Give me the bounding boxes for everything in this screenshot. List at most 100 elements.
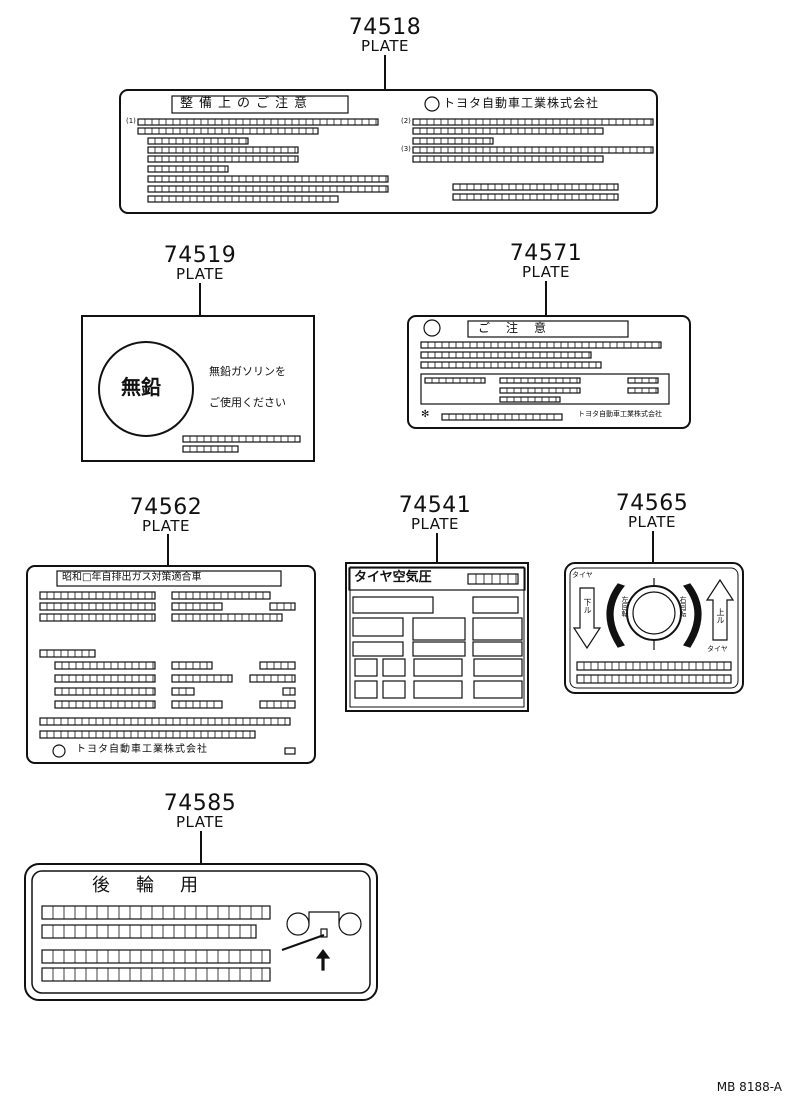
table-cell	[412, 641, 466, 657]
text-placeholder-row	[420, 361, 602, 369]
caption: PLATE	[176, 813, 224, 831]
plate-74565	[564, 562, 744, 694]
plate-74585-title: 後 輪 用	[92, 875, 202, 896]
wheel-left-icon	[286, 912, 310, 936]
asterisk-icon: ✻	[421, 409, 430, 420]
text-placeholder-row	[39, 613, 156, 622]
table-cell	[352, 596, 434, 614]
caption: PLATE	[628, 513, 676, 531]
table-cell	[352, 641, 404, 657]
axle-icon	[308, 911, 340, 924]
toyota-logo	[424, 96, 440, 112]
table-cell	[354, 658, 378, 677]
text-placeholder-row	[627, 387, 659, 394]
plate-74585-text-rows	[41, 905, 271, 982]
plate-74585-inner-border	[31, 870, 371, 994]
plate-74571-spec-box	[420, 373, 670, 405]
plate-74518-mark: (3)	[401, 145, 411, 153]
lever-knob	[320, 928, 328, 938]
text-placeholder-row	[182, 435, 301, 443]
left-rotation-arc	[606, 583, 626, 648]
table-cell	[472, 596, 519, 614]
plate-74571	[407, 315, 691, 429]
text-placeholder-row	[171, 674, 233, 683]
plate-74562-header: 昭和□年自排出ガス対策適合車	[62, 572, 202, 583]
table-cell	[413, 680, 463, 699]
text-placeholder-row	[441, 413, 563, 421]
up-arrow-icon	[315, 949, 331, 971]
text-placeholder-row	[499, 387, 581, 394]
text-placeholder-row	[147, 165, 229, 173]
unleaded-notice-line2: ご使用ください	[209, 396, 286, 409]
table-cell	[473, 680, 523, 699]
plate-74562-header-box	[56, 570, 282, 587]
text-placeholder-row	[39, 717, 291, 726]
wheel-right-icon	[338, 912, 362, 936]
up-label: 上ル	[716, 608, 725, 624]
part-number-74571: 74571	[509, 241, 583, 266]
table-cell	[412, 617, 466, 641]
up-arrow-icon	[705, 578, 735, 641]
plate-74518-title-box	[171, 95, 349, 114]
text-placeholder-row	[171, 602, 223, 611]
text-placeholder-row	[147, 137, 249, 145]
table-cell	[472, 641, 523, 657]
text-placeholder-row	[147, 146, 299, 154]
caption: PLATE	[176, 265, 224, 283]
toyota-logo	[52, 744, 66, 758]
tire-label: タイヤ	[572, 571, 593, 579]
text-placeholder-row	[147, 155, 299, 163]
tire-valve-inner	[632, 591, 676, 635]
text-placeholder-row	[41, 967, 271, 982]
table-cell	[354, 680, 378, 699]
plate-74518-mark: (2)	[401, 117, 411, 125]
plate-74518-maker: トヨタ自動車工業株式会社	[443, 96, 600, 110]
text-placeholder-row	[627, 377, 659, 384]
text-placeholder-row	[412, 127, 604, 135]
text-placeholder-row	[412, 146, 654, 154]
part-number-74585: 74585	[163, 791, 237, 816]
tire-valve-ring	[626, 585, 682, 641]
text-placeholder-row	[41, 905, 271, 920]
plate-74562	[26, 565, 316, 764]
table-cell	[472, 617, 523, 641]
text-placeholder-row	[54, 700, 156, 709]
text-placeholder-row	[412, 155, 604, 163]
part-number-74562: 74562	[129, 495, 203, 520]
table-cell	[473, 658, 523, 677]
text-placeholder-row	[54, 674, 156, 683]
plate-74571-text-rows	[420, 341, 662, 421]
toyota-logo	[423, 319, 441, 337]
caption: PLATE	[411, 515, 459, 533]
plate-74541-table	[352, 573, 523, 699]
text-placeholder-row	[420, 351, 592, 359]
text-placeholder-row	[412, 137, 494, 145]
plate-74541-inner-border	[349, 566, 525, 708]
plate-74518-mark: (1)	[126, 117, 136, 125]
text-placeholder-row	[467, 573, 519, 585]
text-placeholder-row	[171, 700, 223, 709]
plate-74571-maker: トヨタ自動車工業株式会社	[578, 410, 662, 418]
plate-74562-maker: トヨタ自動車工業株式会社	[76, 744, 208, 755]
text-placeholder-row	[249, 674, 296, 683]
text-placeholder-row	[420, 341, 662, 349]
text-placeholder-row	[41, 924, 257, 939]
text-placeholder-row	[137, 127, 319, 135]
part-number-74519: 74519	[163, 243, 237, 268]
text-placeholder-row	[452, 183, 619, 191]
unleaded-mark: 無鉛	[121, 375, 161, 399]
plate-74571-title-box	[467, 320, 629, 338]
text-placeholder-row	[39, 591, 156, 600]
down-label: 下ル	[583, 598, 592, 614]
text-placeholder-row	[39, 649, 96, 658]
text-placeholder-row	[424, 377, 486, 384]
text-placeholder-row	[39, 602, 156, 611]
down-arrow-icon	[572, 587, 602, 650]
right-rotation-label: 右回転	[679, 596, 687, 617]
part-number-74518: 74518	[348, 15, 422, 40]
text-placeholder-row	[171, 661, 213, 670]
table-cell	[382, 658, 406, 677]
part-number-74541: 74541	[398, 493, 472, 518]
caption: PLATE	[522, 263, 570, 281]
